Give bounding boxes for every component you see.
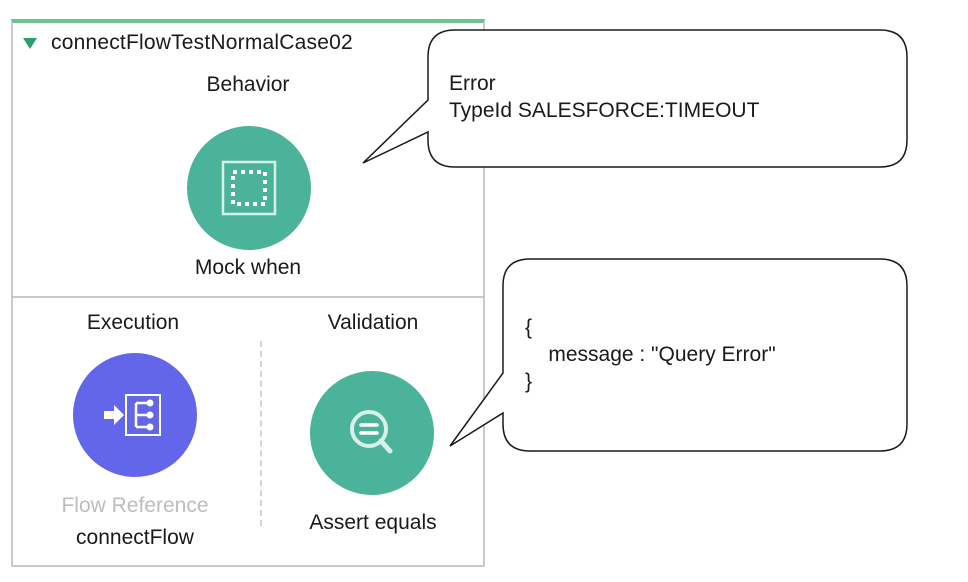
magnifier-equals-icon xyxy=(350,410,393,454)
flow-header: connectFlowTestNormalCase02 xyxy=(23,31,353,55)
validation-section-title: Validation xyxy=(327,311,419,334)
flow-title: connectFlowTestNormalCase02 xyxy=(51,31,353,54)
mock-when-label: Mock when xyxy=(194,256,302,279)
dashed-square-icon xyxy=(221,160,277,216)
section-divider xyxy=(13,296,483,298)
mock-error-line1: Error xyxy=(449,72,496,95)
flow-reference-icon xyxy=(104,394,161,436)
flow-reference-component[interactable] xyxy=(73,353,197,477)
caret-down-icon[interactable] xyxy=(23,37,37,49)
mock-when-component[interactable] xyxy=(187,126,311,250)
behavior-section-title: Behavior xyxy=(206,73,290,96)
mock-error-line2: TypeId SALESFORCE:TIMEOUT xyxy=(449,99,760,122)
flow-reference-label: connectFlow xyxy=(76,526,194,549)
column-divider xyxy=(260,341,262,526)
assert-equals-label: Assert equals xyxy=(309,511,437,534)
assert-expected-line3: } xyxy=(525,370,533,393)
assert-expected-line1: { xyxy=(525,316,533,339)
assert-equals-component[interactable] xyxy=(310,371,434,495)
flow-container: connectFlowTestNormalCase02 Behavior Moc… xyxy=(11,19,485,567)
execution-section-title: Execution xyxy=(86,311,180,334)
assert-expected-callout xyxy=(449,258,908,452)
assert-expected-line2: message : "Query Error" xyxy=(525,343,776,366)
mock-error-callout xyxy=(362,29,908,168)
flow-reference-type-label: Flow Reference xyxy=(61,494,209,517)
